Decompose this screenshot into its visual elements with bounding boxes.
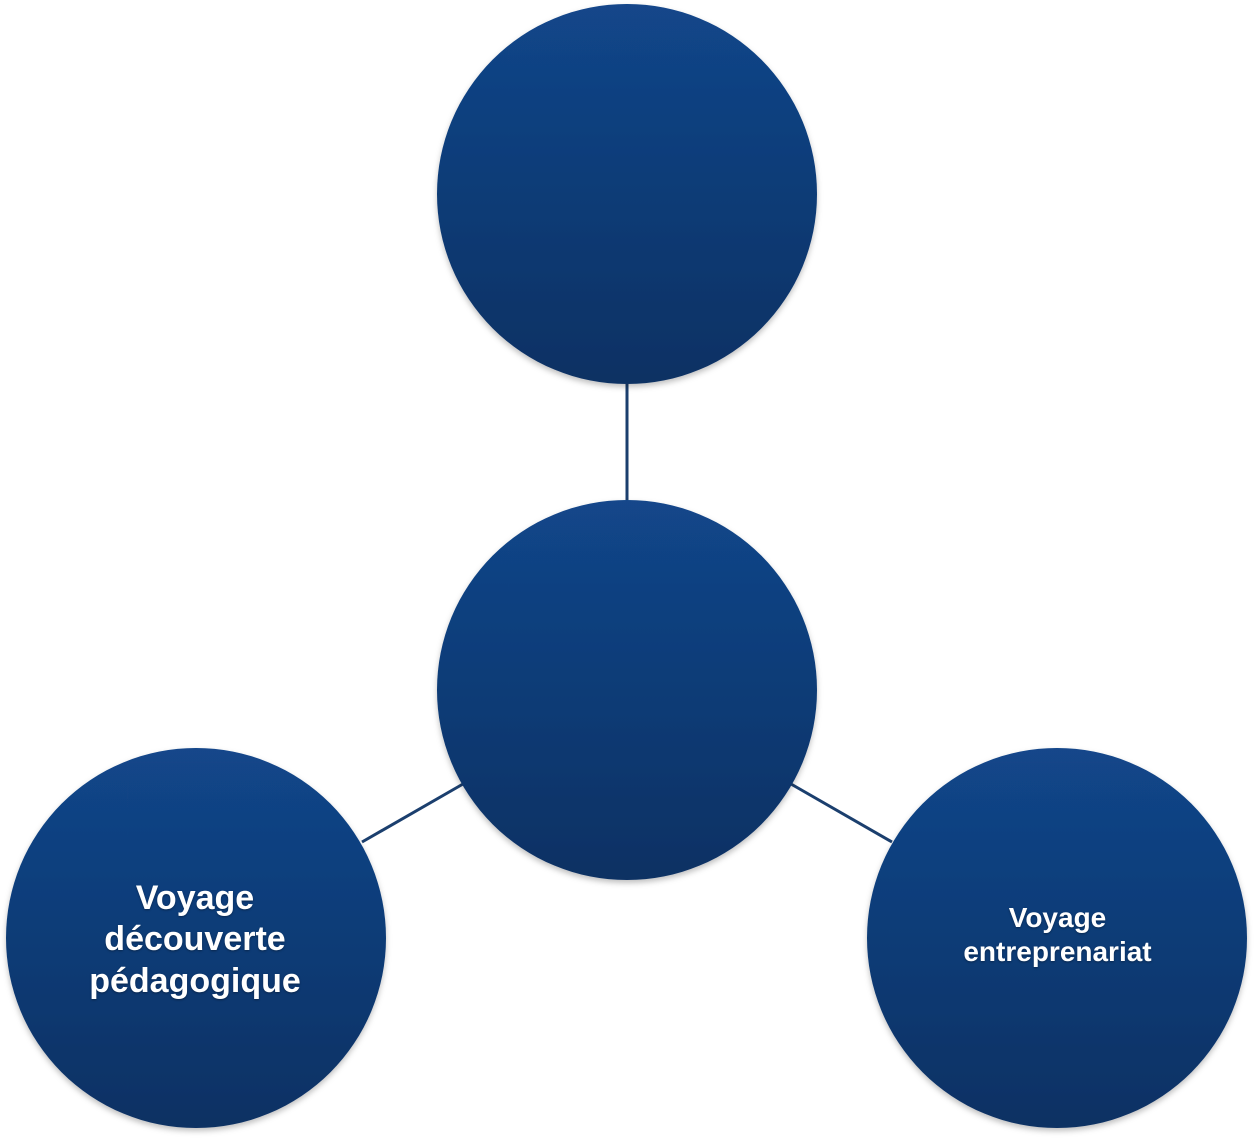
node-center	[437, 500, 817, 880]
node-right-label-line-2: entreprenariat	[963, 936, 1152, 967]
node-left-label-line-2: découverte	[104, 920, 286, 959]
node-right-label: Voyage entreprenariat	[905, 860, 1210, 1010]
connector-center-right	[790, 782, 893, 844]
node-left-label-line-3: pédagogique	[89, 961, 301, 1000]
node-right-label-line-1: Voyage	[1008, 901, 1107, 933]
node-left-label-line-1: Voyage	[135, 878, 255, 917]
node-right	[867, 748, 1247, 1128]
node-left	[6, 748, 386, 1128]
connector-center-left	[361, 782, 464, 844]
node-left-label: Voyage découverte pédagogique	[40, 820, 350, 1060]
node-top	[437, 4, 817, 384]
